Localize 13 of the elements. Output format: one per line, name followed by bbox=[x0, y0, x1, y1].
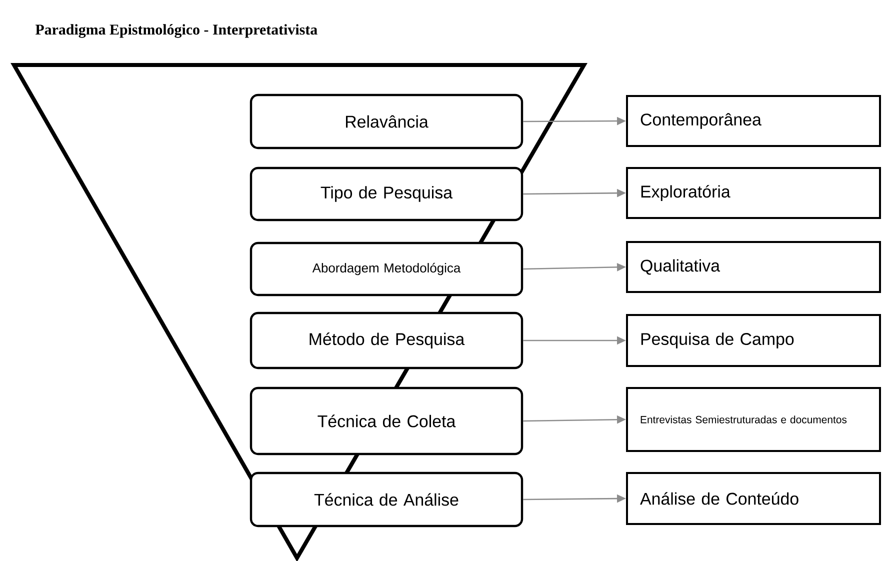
result-box: Qualitativa bbox=[626, 240, 881, 293]
result-box: Contemporânea bbox=[626, 94, 881, 147]
title: Paradigma Epistmológico - Interpretativista bbox=[35, 24, 318, 38]
result-box: Exploratória bbox=[626, 166, 881, 219]
step-box: Relavância bbox=[250, 94, 524, 150]
result-box: Pesquisa de Campo bbox=[626, 314, 881, 367]
result-box: Análise de Conteúdo bbox=[626, 472, 881, 525]
step-box: Método de Pesquisa bbox=[250, 312, 524, 370]
result-box: Entrevistas Semiestruturadas e documentos bbox=[626, 386, 881, 452]
step-box: Técnica de Coleta bbox=[250, 386, 524, 456]
step-box: Tipo de Pesquisa bbox=[250, 166, 524, 222]
step-box: Abordagem Metodológica bbox=[250, 242, 524, 296]
step-box: Técnica de Análise bbox=[250, 472, 524, 528]
